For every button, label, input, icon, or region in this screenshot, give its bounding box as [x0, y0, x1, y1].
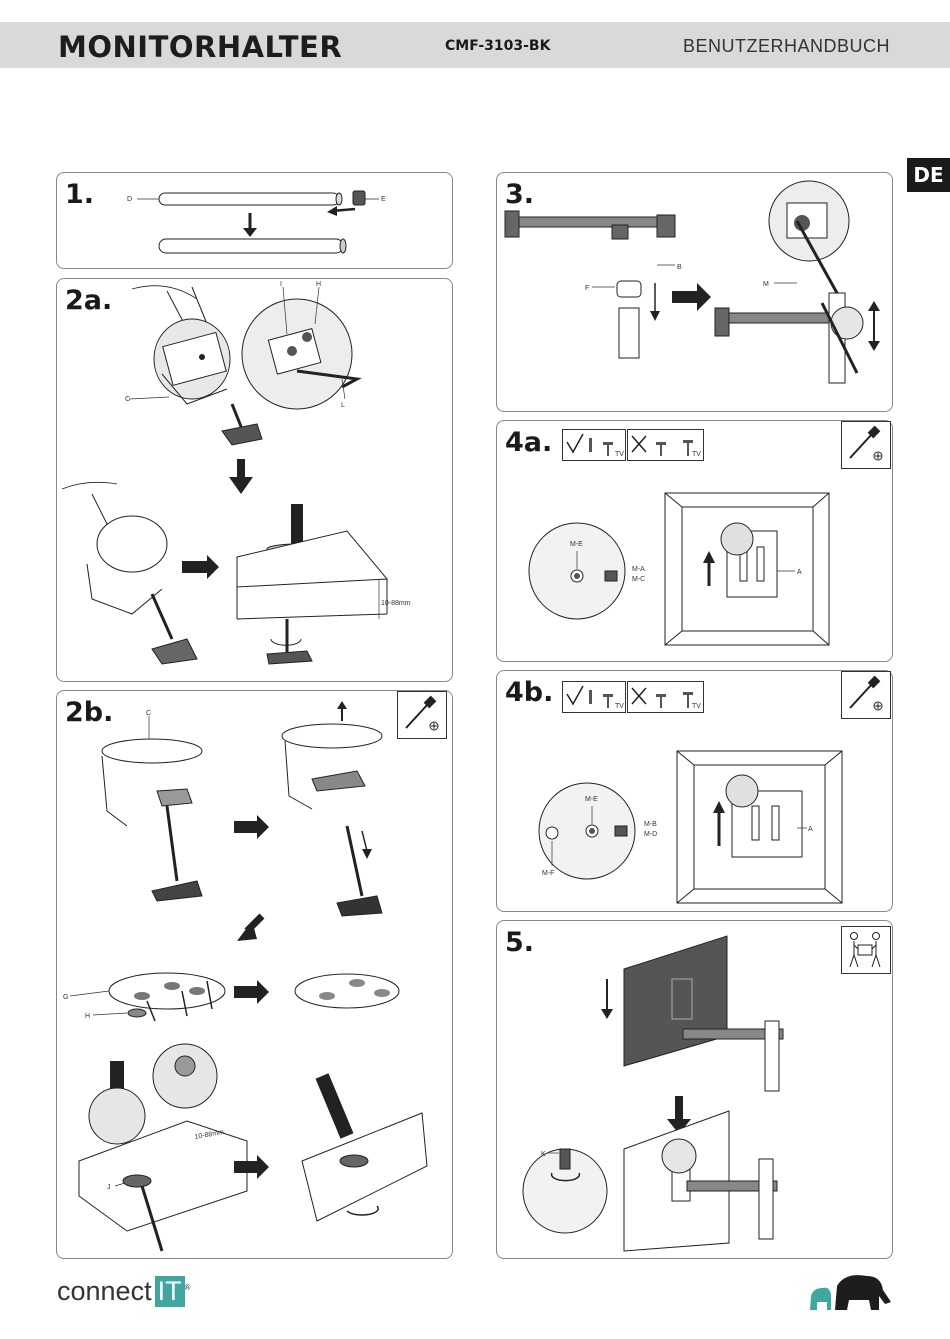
label-c: C	[125, 396, 130, 403]
label-me: M-E	[585, 796, 598, 803]
label-k: K	[541, 1151, 546, 1158]
label-d: D	[127, 196, 132, 203]
label-mf: M-F	[542, 870, 554, 877]
label-b: B	[677, 264, 682, 271]
label-h: H	[316, 281, 321, 288]
label-md: M-D	[644, 831, 657, 838]
label-e: E	[381, 196, 386, 203]
step-4a-panel: 4a. TV TV M-E M-A M-C	[496, 420, 893, 662]
step-2b-illustration: C G H	[57, 691, 454, 1260]
label-me: M-E	[570, 541, 583, 548]
elephant-logo-icon	[805, 1268, 905, 1318]
label-g: G	[63, 994, 68, 1001]
step-5-panel: 5. K	[496, 920, 893, 1259]
brand-it: IT	[155, 1276, 185, 1307]
label-j: J	[107, 1184, 111, 1191]
step-3-illustration: B F M	[497, 173, 894, 413]
label-l: L	[341, 402, 345, 409]
step-5-illustration: K	[497, 921, 894, 1260]
label-mb: M-B	[644, 821, 657, 828]
label-a: A	[808, 826, 813, 833]
brand-name: connect	[57, 1276, 152, 1306]
model-number: CMF-3103-BK	[445, 38, 550, 54]
step-2a-illustration: C I H L 10-88mm	[57, 279, 454, 683]
label-f: F	[585, 285, 589, 292]
step-3-panel: 3. B F M	[496, 172, 893, 412]
label-ma: M-A	[632, 566, 645, 573]
step-1-illustration: D E	[57, 173, 454, 270]
label-m: M	[763, 281, 769, 288]
label-h: H	[85, 1013, 90, 1020]
label-c: C	[146, 710, 151, 717]
step-1-panel: 1. D E	[56, 172, 453, 269]
document-title: MONITORHALTER	[58, 30, 342, 64]
label-a: A	[797, 569, 802, 576]
step-4b-panel: 4b. TV TV M-E M-B M-D M-F	[496, 670, 893, 912]
step-2b-panel: 2b. C	[56, 690, 453, 1259]
registered-mark: ®	[185, 1283, 191, 1292]
language-tab: DE	[907, 158, 950, 192]
step-2a-panel: 2a. C I H L	[56, 278, 453, 682]
manual-label: BENUTZERHANDBUCH	[683, 36, 890, 57]
label-dimension: 10-88mm	[381, 600, 411, 607]
label-mc: M-C	[632, 576, 645, 583]
step-4a-illustration: M-E M-A M-C A	[497, 421, 894, 663]
step-4b-illustration: M-E M-B M-D M-F A	[497, 671, 894, 913]
label-i: I	[280, 281, 282, 288]
